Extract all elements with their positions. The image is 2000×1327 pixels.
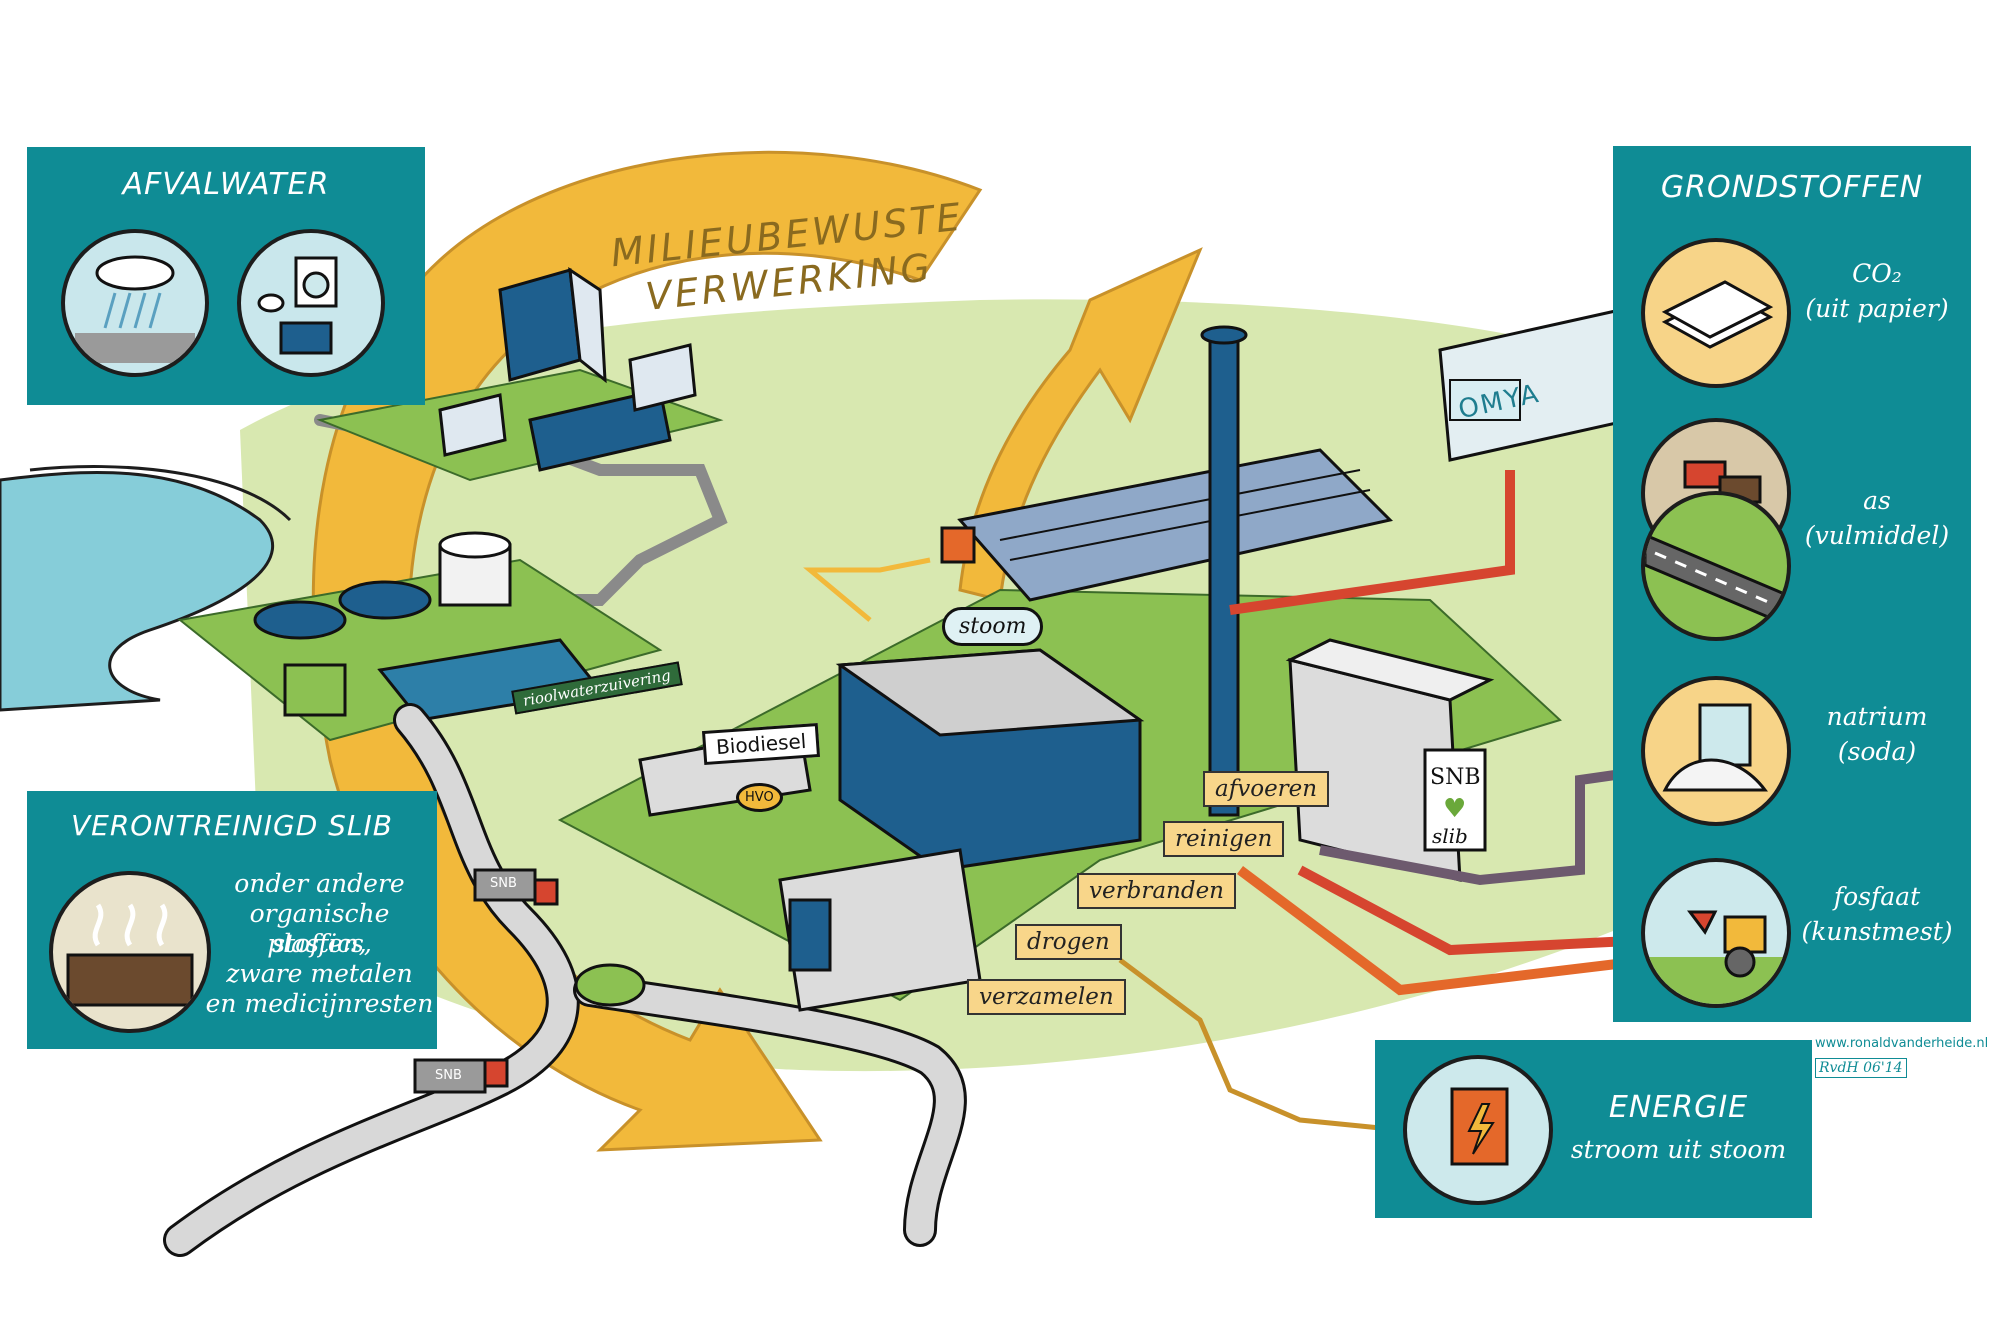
step-drogen: drogen: [1015, 924, 1122, 960]
truck-logo-2: SNB: [435, 1068, 462, 1083]
soda-icon: [1641, 676, 1791, 826]
step-afvoeren: afvoeren: [1203, 771, 1330, 807]
sludge-icon: [49, 871, 211, 1033]
slib-logo-text: slib: [1432, 824, 1468, 848]
slib-panel: VERONTREINIGD SLIB onder andere organisc…: [27, 791, 437, 1049]
energie-panel: ENERGIE stroom uit stoom: [1375, 1040, 1812, 1218]
slib-line-2: organische stoffen,: [249, 899, 390, 958]
slib-title: VERONTREINIGD SLIB: [71, 809, 393, 842]
energie-subtitle: stroom uit stoom: [1570, 1135, 1787, 1164]
fosfaat-sublabel: (kunstmest): [1801, 917, 1953, 946]
step-verzamelen: verzamelen: [967, 979, 1126, 1015]
as-sublabel: (vulmiddel): [1804, 521, 1950, 550]
clarifier-tank-1: [253, 600, 347, 640]
fosfaat-label: fosfaat: [1833, 882, 1921, 911]
town-buildings: [438, 266, 697, 472]
slib-line-3: plastics,: [267, 929, 372, 958]
paper-icon: [1641, 238, 1791, 388]
co2-sublabel: (uit papier): [1805, 294, 1949, 323]
river: [0, 470, 275, 712]
pump-house: [283, 663, 347, 717]
credit-website: www.ronaldvanderheide.nl: [1815, 1036, 1989, 1051]
truck-on-road-1: [473, 868, 559, 906]
as-label: as: [1863, 486, 1891, 515]
energy-line-1: [803, 557, 931, 622]
co2-label: CO₂: [1852, 259, 1902, 288]
stoom-cloud: stoom: [942, 607, 1044, 646]
step-verbranden: verbranden: [1077, 873, 1236, 909]
transformer-box-small: [940, 526, 976, 564]
household-icon: [237, 229, 385, 377]
roundabout: [574, 963, 646, 1007]
truck-logo-1: SNB: [490, 876, 517, 891]
solar-panels: [957, 448, 1393, 602]
grondstoffen-panel: GRONDSTOFFEN CO₂ (uit papier) as (vulmid…: [1613, 146, 1971, 1022]
energy-line-2: [1118, 958, 1401, 1133]
truck-on-road-2: [413, 1058, 509, 1094]
clarifier-tank-2: [338, 580, 432, 620]
heart-icon: ♥: [1443, 794, 1467, 824]
hvo-sign: HVO: [736, 783, 783, 812]
fertilizer-icon: [1641, 858, 1791, 1008]
pipe-purple: [1319, 765, 1651, 886]
rain-icon: [61, 229, 209, 377]
afvalwater-title: AFVALWATER: [122, 167, 330, 202]
energie-title: ENERGIE: [1608, 1090, 1749, 1125]
natrium-label: natrium: [1826, 702, 1928, 731]
afvalwater-panel: AFVALWATER: [27, 147, 425, 405]
natrium-sublabel: (soda): [1837, 737, 1917, 766]
credit-signature: RvdH 06'14: [1815, 1058, 1907, 1078]
pipe-orange: [1237, 866, 1651, 996]
road-icon: [1641, 491, 1791, 641]
slib-line-5: en medicijnresten: [205, 989, 434, 1018]
snb-logo-text: SNB: [1430, 765, 1481, 790]
town-plot: [316, 368, 724, 482]
grondstoffen-title: GRONDSTOFFEN: [1660, 170, 1924, 205]
step-reinigen: reinigen: [1163, 821, 1285, 857]
slib-line-1: onder andere: [234, 869, 405, 898]
slib-line-4: zware metalen: [226, 959, 413, 988]
power-box-icon: [1403, 1055, 1553, 1205]
chimney: [1208, 333, 1240, 817]
